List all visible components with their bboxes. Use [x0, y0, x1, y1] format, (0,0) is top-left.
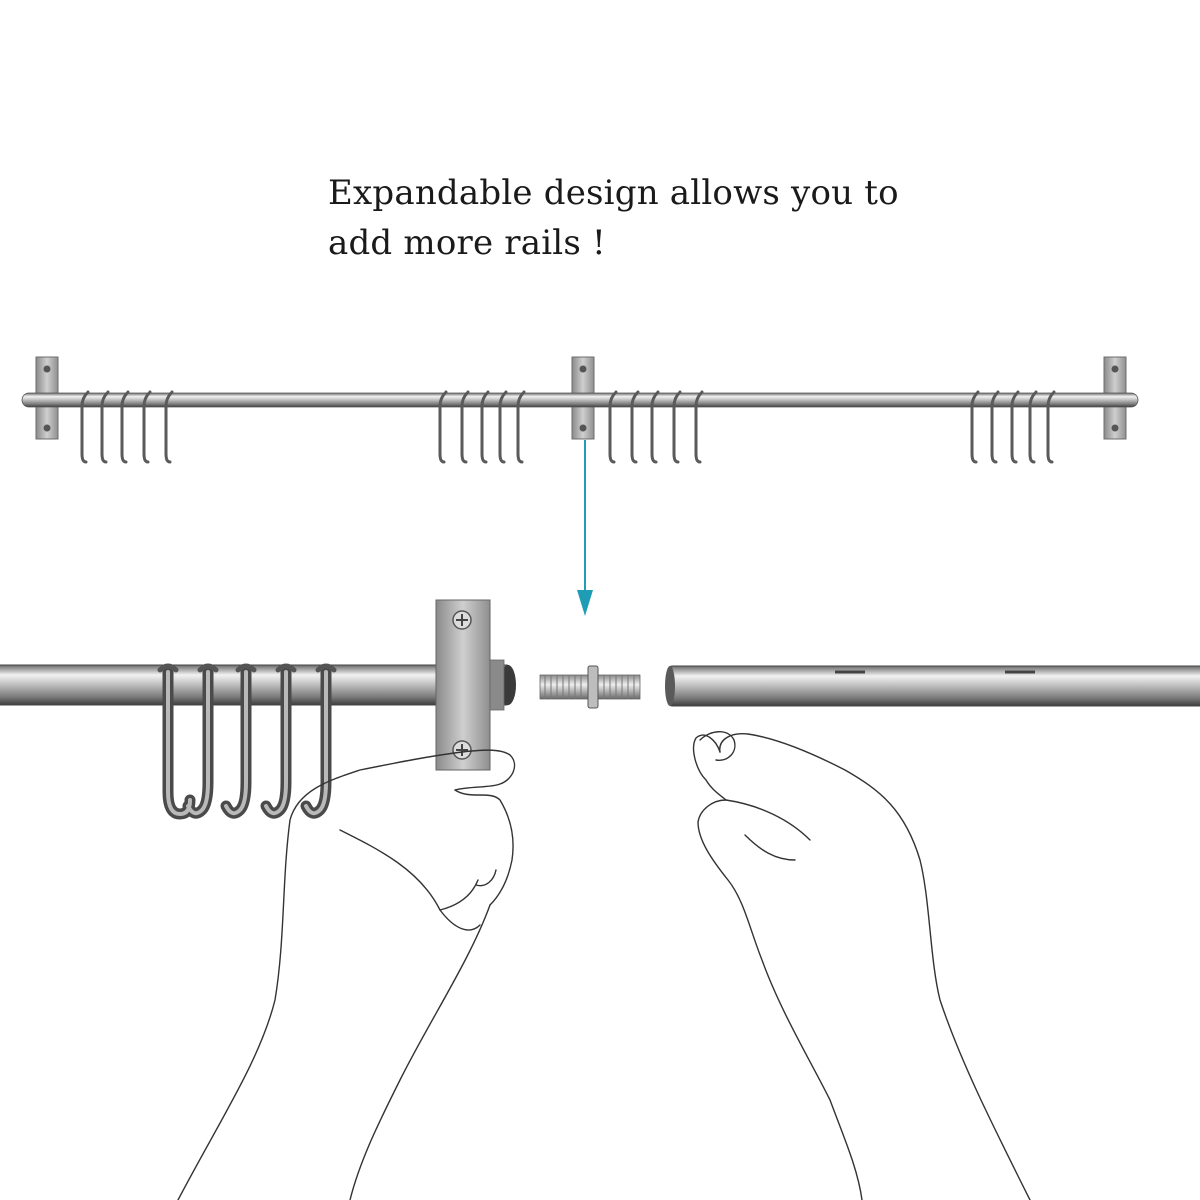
zoomed-rod-right: [667, 665, 1200, 707]
top-rail-assembly: [21, 356, 1139, 464]
caption: Expandable design allows you to add more…: [328, 168, 928, 268]
zoomed-bracket: [435, 599, 505, 771]
screw-icon: [452, 610, 472, 630]
down-arrow-icon: [577, 440, 593, 616]
threaded-connector-icon: [539, 665, 641, 709]
caption-line-2: add more rails !: [328, 223, 606, 263]
zoomed-rail-left: [0, 599, 516, 820]
top-hooks: [80, 390, 1056, 464]
zoomed-hooks: [157, 663, 337, 820]
zoomed-rail-right: [665, 665, 1200, 707]
left-hand-outline: [177, 749, 516, 1200]
right-hand-outline: [692, 731, 1031, 1200]
caption-line-1: Expandable design allows you to: [328, 173, 899, 213]
screw-icon: [452, 740, 472, 760]
top-rod: [21, 392, 1139, 408]
